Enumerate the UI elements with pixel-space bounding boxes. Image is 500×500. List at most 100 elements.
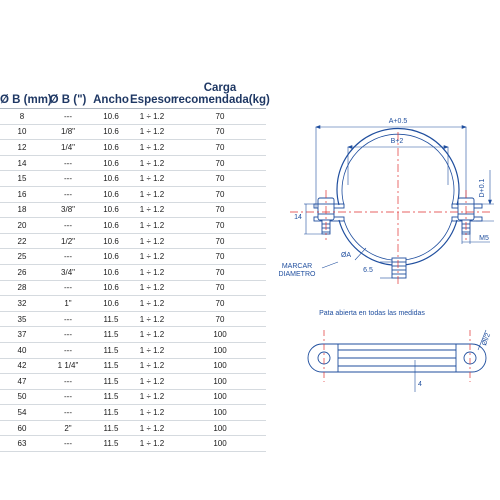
cell-carga: 70 <box>174 264 266 281</box>
cell-ancho: 10.6 <box>92 108 130 125</box>
header-espesor: Espesor <box>130 80 175 109</box>
cell-espesor: 1 ÷ 1.2 <box>130 202 174 219</box>
cell-diam-in: 1 1/4" <box>44 358 92 375</box>
cell-espesor: 1 ÷ 1.2 <box>130 155 174 172</box>
cell-diam-mm: 37 <box>0 326 44 343</box>
dimension-b-label: B+2 <box>391 138 404 145</box>
cell-ancho: 11.5 <box>92 373 130 390</box>
center-lines <box>290 132 490 285</box>
cell-diam-mm: 63 <box>0 435 44 453</box>
cell-carga: 100 <box>174 358 266 375</box>
clamp-technical-drawing: A+0.5 B+2 <box>279 118 494 392</box>
cell-ancho: 11.5 <box>92 311 130 328</box>
cell-espesor: 1 ÷ 1.2 <box>130 108 174 125</box>
cell-diam-in: --- <box>44 170 92 187</box>
cell-carga: 70 <box>174 170 266 187</box>
header-diam-mm: Ø B (mm) <box>0 80 52 109</box>
cell-diam-mm: 12 <box>0 139 44 156</box>
phi-d-label: Øl/2 <box>481 332 492 347</box>
cell-diam-in: --- <box>44 435 92 453</box>
cell-diam-in: 3/8" <box>44 202 92 219</box>
cell-ancho: 10.6 <box>92 155 130 172</box>
phi-a-label: ØA <box>341 252 351 259</box>
cell-diam-in: 1/2" <box>44 233 92 250</box>
dimension-14-label: 14 <box>294 214 302 221</box>
dimension-m5-label: M5 <box>479 235 489 242</box>
cell-carga: 70 <box>174 124 266 141</box>
cell-carga: 70 <box>174 217 266 234</box>
cell-carga: 70 <box>174 202 266 219</box>
cell-diam-mm: 18 <box>0 202 44 219</box>
cell-diam-mm: 40 <box>0 342 44 359</box>
header-ancho: Ancho <box>92 80 130 109</box>
cell-espesor: 1 ÷ 1.2 <box>130 264 174 281</box>
phi-a-leader <box>354 247 367 261</box>
cell-carga: 70 <box>174 108 266 125</box>
cell-ancho: 10.6 <box>92 124 130 141</box>
cell-espesor: 1 ÷ 1.2 <box>130 389 174 406</box>
cell-ancho: 10.6 <box>92 280 130 297</box>
cell-diam-in: --- <box>44 389 92 406</box>
marcar-label-line2: DIAMETRO <box>279 271 317 278</box>
cell-carga: 100 <box>174 435 266 453</box>
cell-diam-mm: 20 <box>0 217 44 234</box>
cell-diam-in: --- <box>44 108 92 125</box>
cell-diam-mm: 35 <box>0 311 44 328</box>
cell-ancho: 11.5 <box>92 404 130 421</box>
cell-diam-in: 1/4" <box>44 139 92 156</box>
cell-diam-mm: 47 <box>0 373 44 390</box>
cell-diam-mm: 54 <box>0 404 44 421</box>
header-carga-line1: Carga <box>203 82 237 94</box>
cell-diam-in: --- <box>44 373 92 390</box>
cell-espesor: 1 ÷ 1.2 <box>130 358 174 375</box>
cell-diam-mm: 15 <box>0 170 44 187</box>
cell-espesor: 1 ÷ 1.2 <box>130 170 174 187</box>
cell-ancho: 10.6 <box>92 295 130 312</box>
cell-diam-in: 3/4" <box>44 264 92 281</box>
cell-ancho: 10.6 <box>92 202 130 219</box>
dimension-a-label: A+0.5 <box>389 118 408 125</box>
cell-ancho: 10.6 <box>92 217 130 234</box>
cell-carga: 100 <box>174 342 266 359</box>
cell-diam-mm: 16 <box>0 186 44 203</box>
cell-espesor: 1 ÷ 1.2 <box>130 217 174 234</box>
cell-carga: 70 <box>174 311 266 328</box>
cell-diam-in: --- <box>44 217 92 234</box>
cell-diam-in: --- <box>44 280 92 297</box>
cell-ancho: 10.6 <box>92 186 130 203</box>
cell-ancho: 10.6 <box>92 264 130 281</box>
dimension-m5 <box>461 234 490 244</box>
dimension-6-5 <box>380 261 392 279</box>
dimension-4-label: 4 <box>418 381 422 388</box>
cell-carga: 70 <box>174 139 266 156</box>
cell-diam-in: --- <box>44 155 92 172</box>
dimension-d <box>476 170 494 222</box>
cell-ancho: 10.6 <box>92 170 130 187</box>
cell-ancho: 11.5 <box>92 420 130 437</box>
cell-espesor: 1 ÷ 1.2 <box>130 139 174 156</box>
cell-ancho: 11.5 <box>92 342 130 359</box>
bottom-center-lines <box>323 330 471 382</box>
cell-carga: 70 <box>174 280 266 297</box>
cell-carga: 100 <box>174 373 266 390</box>
cell-diam-mm: 22 <box>0 233 44 250</box>
header-diam-in: Ø B (") <box>44 80 92 109</box>
cell-carga: 70 <box>174 248 266 265</box>
cell-diam-in: --- <box>44 404 92 421</box>
